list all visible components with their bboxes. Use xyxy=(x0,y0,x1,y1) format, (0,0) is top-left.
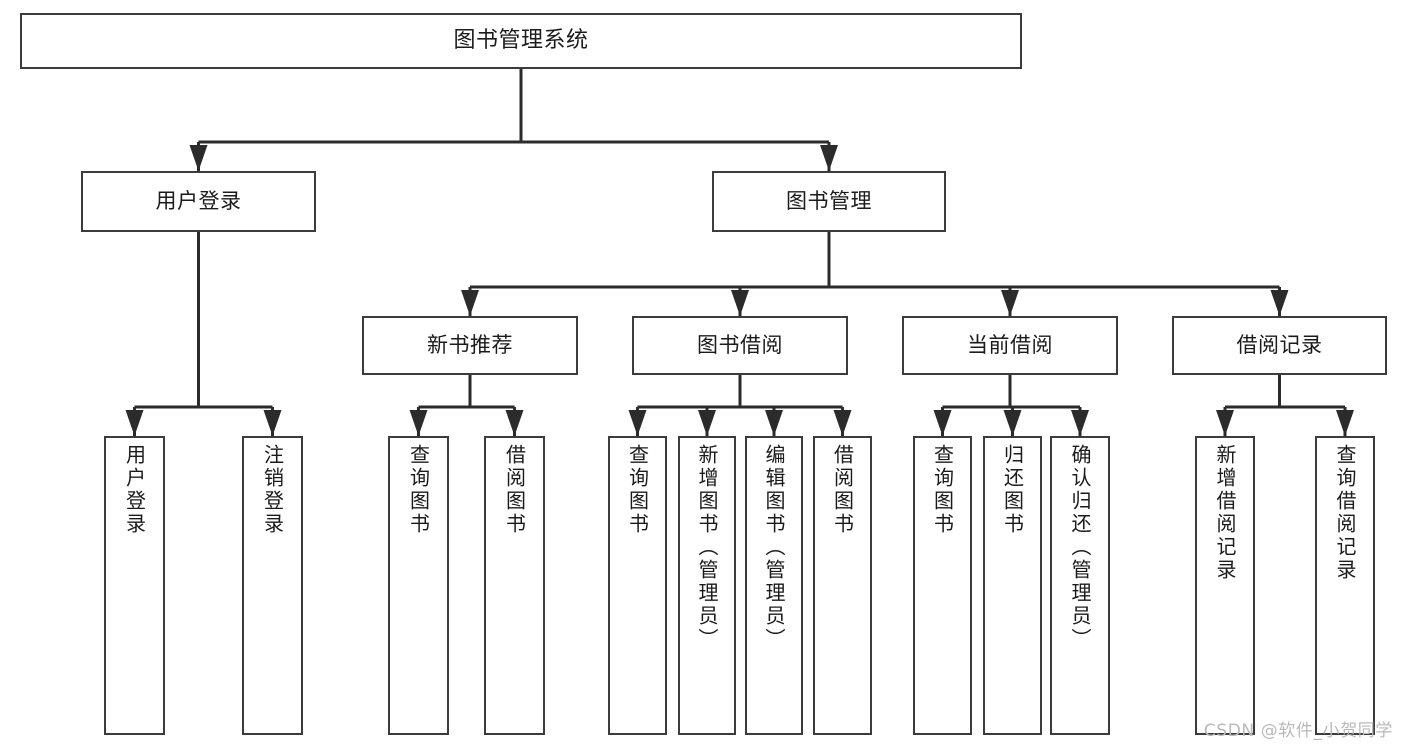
arrowhead-icon xyxy=(1336,410,1354,436)
node-leaf-add-rec[interactable]: 新增借阅记录 xyxy=(1195,436,1255,735)
node-label: 查询借阅记录 xyxy=(1333,444,1357,582)
arrowhead-icon xyxy=(505,410,524,436)
arrowhead-icon xyxy=(461,290,479,316)
arrowhead-icon xyxy=(409,410,428,436)
node-label: 图书借阅 xyxy=(697,333,783,358)
arrowhead-icon xyxy=(698,410,716,436)
node-label: 借阅图书 xyxy=(502,444,527,536)
node-label: 新增图书（管理员） xyxy=(695,444,719,651)
node-leaf-confirm[interactable]: 确认归还（管理员） xyxy=(1050,436,1110,735)
arrowhead-icon xyxy=(263,410,282,436)
node-label: 确认归还（管理员） xyxy=(1068,444,1092,651)
node-leaf-edit-book[interactable]: 编辑图书（管理员） xyxy=(745,436,803,735)
node-root[interactable]: 图书管理系统 xyxy=(20,13,1022,69)
node-label: 新书推荐 xyxy=(427,333,513,358)
node-label: 用户登录 xyxy=(122,444,147,536)
node-label: 编辑图书（管理员） xyxy=(762,444,786,651)
node-user-login[interactable]: 用户登录 xyxy=(81,171,316,232)
node-leaf-borrow-2[interactable]: 借阅图书 xyxy=(813,436,872,735)
arrowhead-icon xyxy=(820,145,838,171)
node-label: 借阅图书 xyxy=(830,444,855,536)
node-label: 图书管理 xyxy=(786,189,872,214)
arrowhead-icon xyxy=(1003,410,1022,436)
node-book-borrow[interactable]: 图书借阅 xyxy=(632,316,848,375)
node-leaf-query-3[interactable]: 查询图书 xyxy=(913,436,972,735)
arrowhead-icon xyxy=(731,290,749,316)
node-leaf-logout[interactable]: 注销登录 xyxy=(242,436,303,735)
node-label: 查询图书 xyxy=(930,444,955,536)
arrowhead-icon xyxy=(933,410,952,436)
node-leaf-query-rec[interactable]: 查询借阅记录 xyxy=(1315,436,1375,735)
arrowhead-icon xyxy=(833,410,852,436)
node-label: 查询图书 xyxy=(625,444,650,536)
node-book-manage[interactable]: 图书管理 xyxy=(712,171,946,232)
node-label: 图书管理系统 xyxy=(453,28,589,54)
arrowhead-icon xyxy=(1270,290,1289,316)
arrowhead-icon xyxy=(189,145,208,171)
node-leaf-return[interactable]: 归还图书 xyxy=(983,436,1042,735)
node-label: 用户登录 xyxy=(155,189,242,214)
watermark: CSDN @软件_小贺同学 xyxy=(1203,721,1393,741)
node-label: 当前借阅 xyxy=(967,333,1053,358)
node-leaf-query-2[interactable]: 查询图书 xyxy=(608,436,667,735)
arrowhead-icon xyxy=(1001,290,1019,316)
arrowhead-icon xyxy=(765,410,783,436)
arrowhead-icon xyxy=(628,410,647,436)
arrowhead-icon xyxy=(1071,410,1089,436)
node-label: 归还图书 xyxy=(1000,444,1025,536)
node-leaf-add-book[interactable]: 新增图书（管理员） xyxy=(678,436,736,735)
node-label: 注销登录 xyxy=(260,444,285,536)
node-leaf-query-1[interactable]: 查询图书 xyxy=(388,436,449,735)
arrowhead-icon xyxy=(125,410,144,436)
node-label: 新增借阅记录 xyxy=(1213,444,1237,582)
node-current-borrow[interactable]: 当前借阅 xyxy=(902,316,1118,375)
arrowhead-icon xyxy=(1216,410,1234,436)
node-borrow-record[interactable]: 借阅记录 xyxy=(1172,316,1387,375)
node-label: 借阅记录 xyxy=(1236,333,1323,358)
node-leaf-borrow-1[interactable]: 借阅图书 xyxy=(484,436,545,735)
node-new-book-rec[interactable]: 新书推荐 xyxy=(362,316,578,375)
node-leaf-user-login[interactable]: 用户登录 xyxy=(104,436,165,735)
node-label: 查询图书 xyxy=(406,444,431,536)
